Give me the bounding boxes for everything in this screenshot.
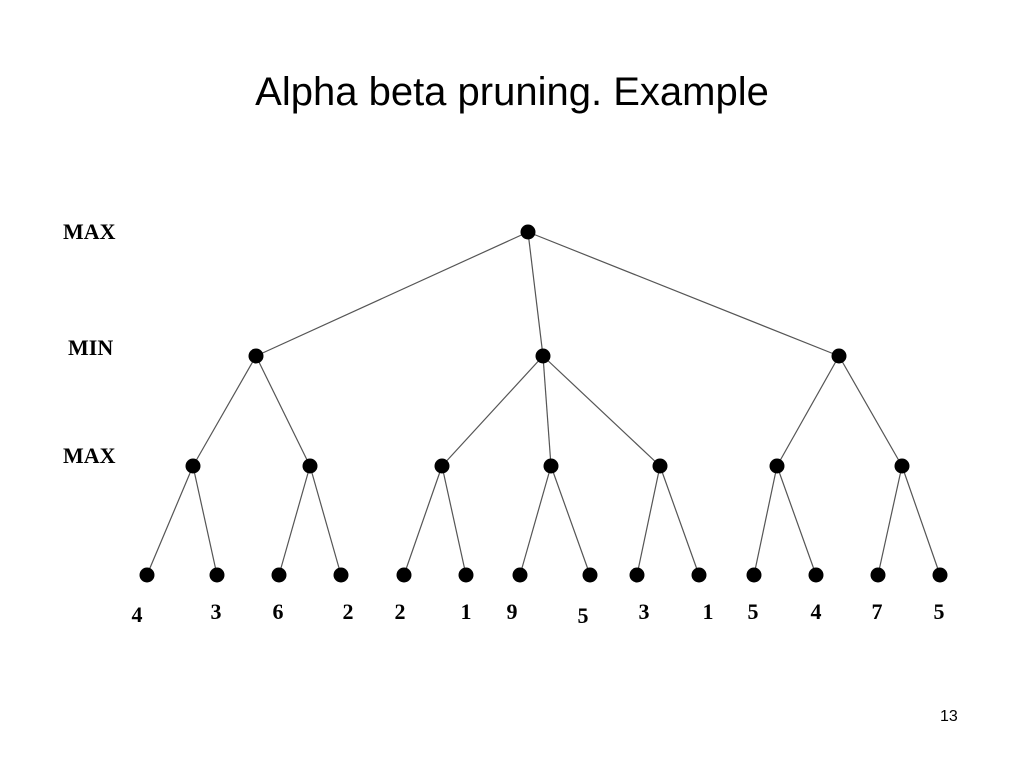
edge-min-1-max-2 (255, 355, 311, 467)
leaf-value-7: 9 (507, 599, 518, 624)
edge-max-1-leaf-2 (192, 465, 218, 576)
leaf-value-12: 4 (811, 599, 822, 624)
leaf-node-5 (396, 567, 412, 583)
leaf-node-13 (870, 567, 886, 583)
edge-min-1-max-1 (192, 355, 257, 467)
leaf-value-13: 7 (872, 599, 883, 624)
edge-max-4-leaf-7 (519, 465, 552, 576)
leaf-node-8 (582, 567, 598, 583)
page-number: 13 (940, 708, 958, 725)
edge-root-min-1 (255, 231, 529, 357)
leaf-value-5: 2 (395, 599, 406, 624)
leaf-value-2: 3 (211, 599, 222, 624)
edge-min-2-max-3 (441, 355, 544, 467)
min-node-1 (248, 348, 264, 364)
leaf-node-7 (512, 567, 528, 583)
leaf-node-9 (629, 567, 645, 583)
edge-max-7-leaf-13 (877, 465, 903, 576)
edge-max-6-leaf-11 (753, 465, 778, 576)
max-node-5 (652, 458, 668, 474)
leaf-node-10 (691, 567, 707, 583)
leaf-node-4 (333, 567, 349, 583)
leaf-value-3: 6 (273, 599, 284, 624)
edge-max-1-leaf-1 (146, 465, 194, 576)
leaf-value-labels: 4 3 6 2 2 1 9 5 3 1 5 4 7 5 (132, 599, 945, 628)
edge-max-7-leaf-14 (901, 465, 941, 576)
edge-min-3-max-6 (776, 355, 840, 467)
leaf-node-6 (458, 567, 474, 583)
max-node-6 (769, 458, 785, 474)
edge-max-4-leaf-8 (550, 465, 591, 576)
edge-min-3-max-7 (838, 355, 903, 467)
edge-min-2-max-4 (542, 355, 552, 467)
max-node-2 (302, 458, 318, 474)
edge-max-5-leaf-10 (659, 465, 700, 576)
leaf-value-14: 5 (934, 599, 945, 624)
edge-max-2-leaf-4 (309, 465, 342, 576)
tree-nodes (139, 224, 948, 583)
max-node-3 (434, 458, 450, 474)
level-label-max-root: MAX (63, 219, 116, 244)
min-node-3 (831, 348, 847, 364)
leaf-node-14 (932, 567, 948, 583)
level-label-min: MIN (68, 335, 113, 360)
slide-title: Alpha beta pruning. Example (255, 70, 769, 114)
edge-max-3-leaf-5 (403, 465, 443, 576)
leaf-value-8: 5 (578, 603, 589, 628)
level-label-max-lower: MAX (63, 443, 116, 468)
edge-max-3-leaf-6 (441, 465, 467, 576)
min-node-2 (535, 348, 551, 364)
max-node-4 (543, 458, 559, 474)
leaf-node-11 (746, 567, 762, 583)
leaf-value-10: 1 (703, 599, 714, 624)
leaf-value-4: 2 (343, 599, 354, 624)
edge-max-5-leaf-9 (636, 465, 661, 576)
max-node-1 (185, 458, 201, 474)
edge-max-2-leaf-3 (278, 465, 311, 576)
edge-root-min-3 (527, 231, 840, 357)
leaf-value-11: 5 (748, 599, 759, 624)
edge-max-6-leaf-12 (776, 465, 817, 576)
leaf-value-1: 4 (132, 602, 143, 627)
root-max-node (520, 224, 536, 240)
leaf-node-2 (209, 567, 225, 583)
leaf-node-12 (808, 567, 824, 583)
leaf-node-3 (271, 567, 287, 583)
max-node-7 (894, 458, 910, 474)
tree-edges (146, 231, 941, 576)
edge-root-min-2 (527, 231, 544, 357)
leaf-value-9: 3 (639, 599, 650, 624)
leaf-value-6: 1 (461, 599, 472, 624)
leaf-node-1 (139, 567, 155, 583)
game-tree-diagram: MAX MIN MAX 4 3 6 2 2 1 9 5 3 1 5 4 7 5 (63, 219, 948, 628)
edge-min-2-max-5 (542, 355, 661, 467)
